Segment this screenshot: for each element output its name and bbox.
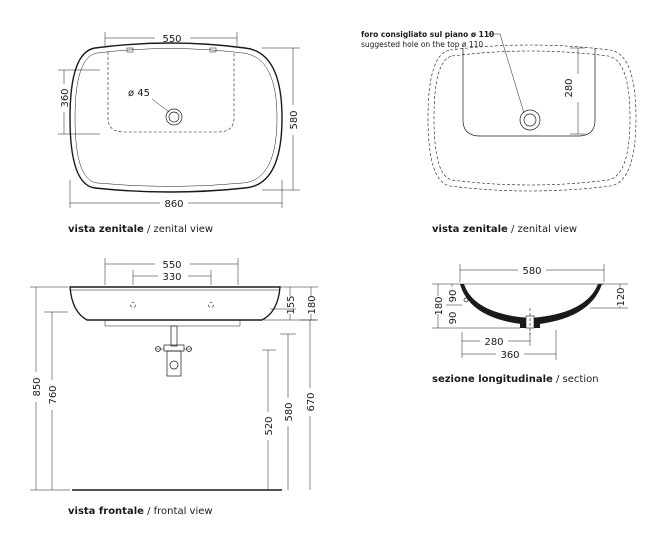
section-view: 580 180 90 90 120 280 360: [432, 264, 628, 361]
dim-850: 850: [32, 377, 43, 396]
dim-860: 860: [164, 199, 183, 210]
dim-550-top: 550: [162, 34, 181, 45]
drain-inner: [168, 111, 180, 123]
dim-280-top: 280: [564, 78, 575, 97]
overflow-right: [208, 302, 214, 308]
dim-520: 520: [264, 416, 275, 435]
dim-360: 360: [60, 88, 71, 107]
tap-mark-right: [209, 47, 217, 53]
siphon-body: [166, 350, 182, 377]
drain-outer-2: [519, 109, 541, 131]
basin-outline-dashed: [427, 44, 637, 192]
dim-90-bottom: 90: [448, 312, 459, 325]
dim-155: 155: [286, 295, 297, 314]
caption-frontal: vista frontale / frontal view: [68, 506, 213, 517]
dim-760: 760: [48, 385, 59, 404]
basin-inner-rim: [74, 48, 278, 187]
note-leader: [499, 33, 525, 114]
dim-580-front: 580: [284, 402, 295, 421]
overflow-left: [130, 302, 136, 308]
dim-580-right: 580: [289, 110, 300, 129]
zenital-view-2: foro consigliato sul piano ø 110 suggest…: [361, 30, 637, 192]
dim-120: 120: [616, 287, 627, 306]
section-wall: [460, 284, 602, 325]
dim-550-front: 550: [162, 260, 181, 271]
dim-180-front: 180: [307, 295, 318, 314]
drain-leader: [151, 98, 170, 113]
siphon-plug: [169, 360, 179, 370]
section-drain: [525, 315, 535, 329]
basin-foot: [104, 320, 241, 327]
dim-330: 330: [162, 272, 181, 283]
caption-section: sezione longitudinale / section: [432, 374, 599, 385]
caption-zenital-2: vista zenitale / zenital view: [432, 224, 578, 235]
dim-670: 670: [306, 392, 317, 411]
drain-outer: [165, 108, 183, 126]
basin-front: [69, 286, 281, 321]
dim-580-section: 580: [522, 266, 541, 277]
hole-note-english: suggested hole on the top ø 110: [361, 40, 483, 49]
caption-zenital-1: vista zenitale / zenital view: [68, 224, 214, 235]
zenital-view-1: ø 45 550 360 580 860: [58, 32, 300, 210]
counter-cutout-inner: [107, 52, 235, 133]
dim-180-section: 180: [434, 296, 445, 315]
basin-inner-dashed: [433, 50, 631, 186]
hole-note-italian: foro consigliato sul piano ø 110: [361, 30, 494, 39]
dim-90-top: 90: [448, 290, 459, 303]
dim-280-section: 280: [484, 337, 503, 348]
hole-outline: [462, 48, 596, 137]
waste-pipe: [170, 325, 178, 347]
tap-mark-left: [126, 47, 134, 53]
frontal-view: 550 330 850 760 155 180 520: [30, 258, 318, 491]
dim-360-section: 360: [500, 350, 519, 361]
drain-inner-2: [523, 113, 537, 127]
basin-outline-top: [69, 42, 283, 193]
hole-diameter-label: ø 45: [128, 88, 150, 99]
